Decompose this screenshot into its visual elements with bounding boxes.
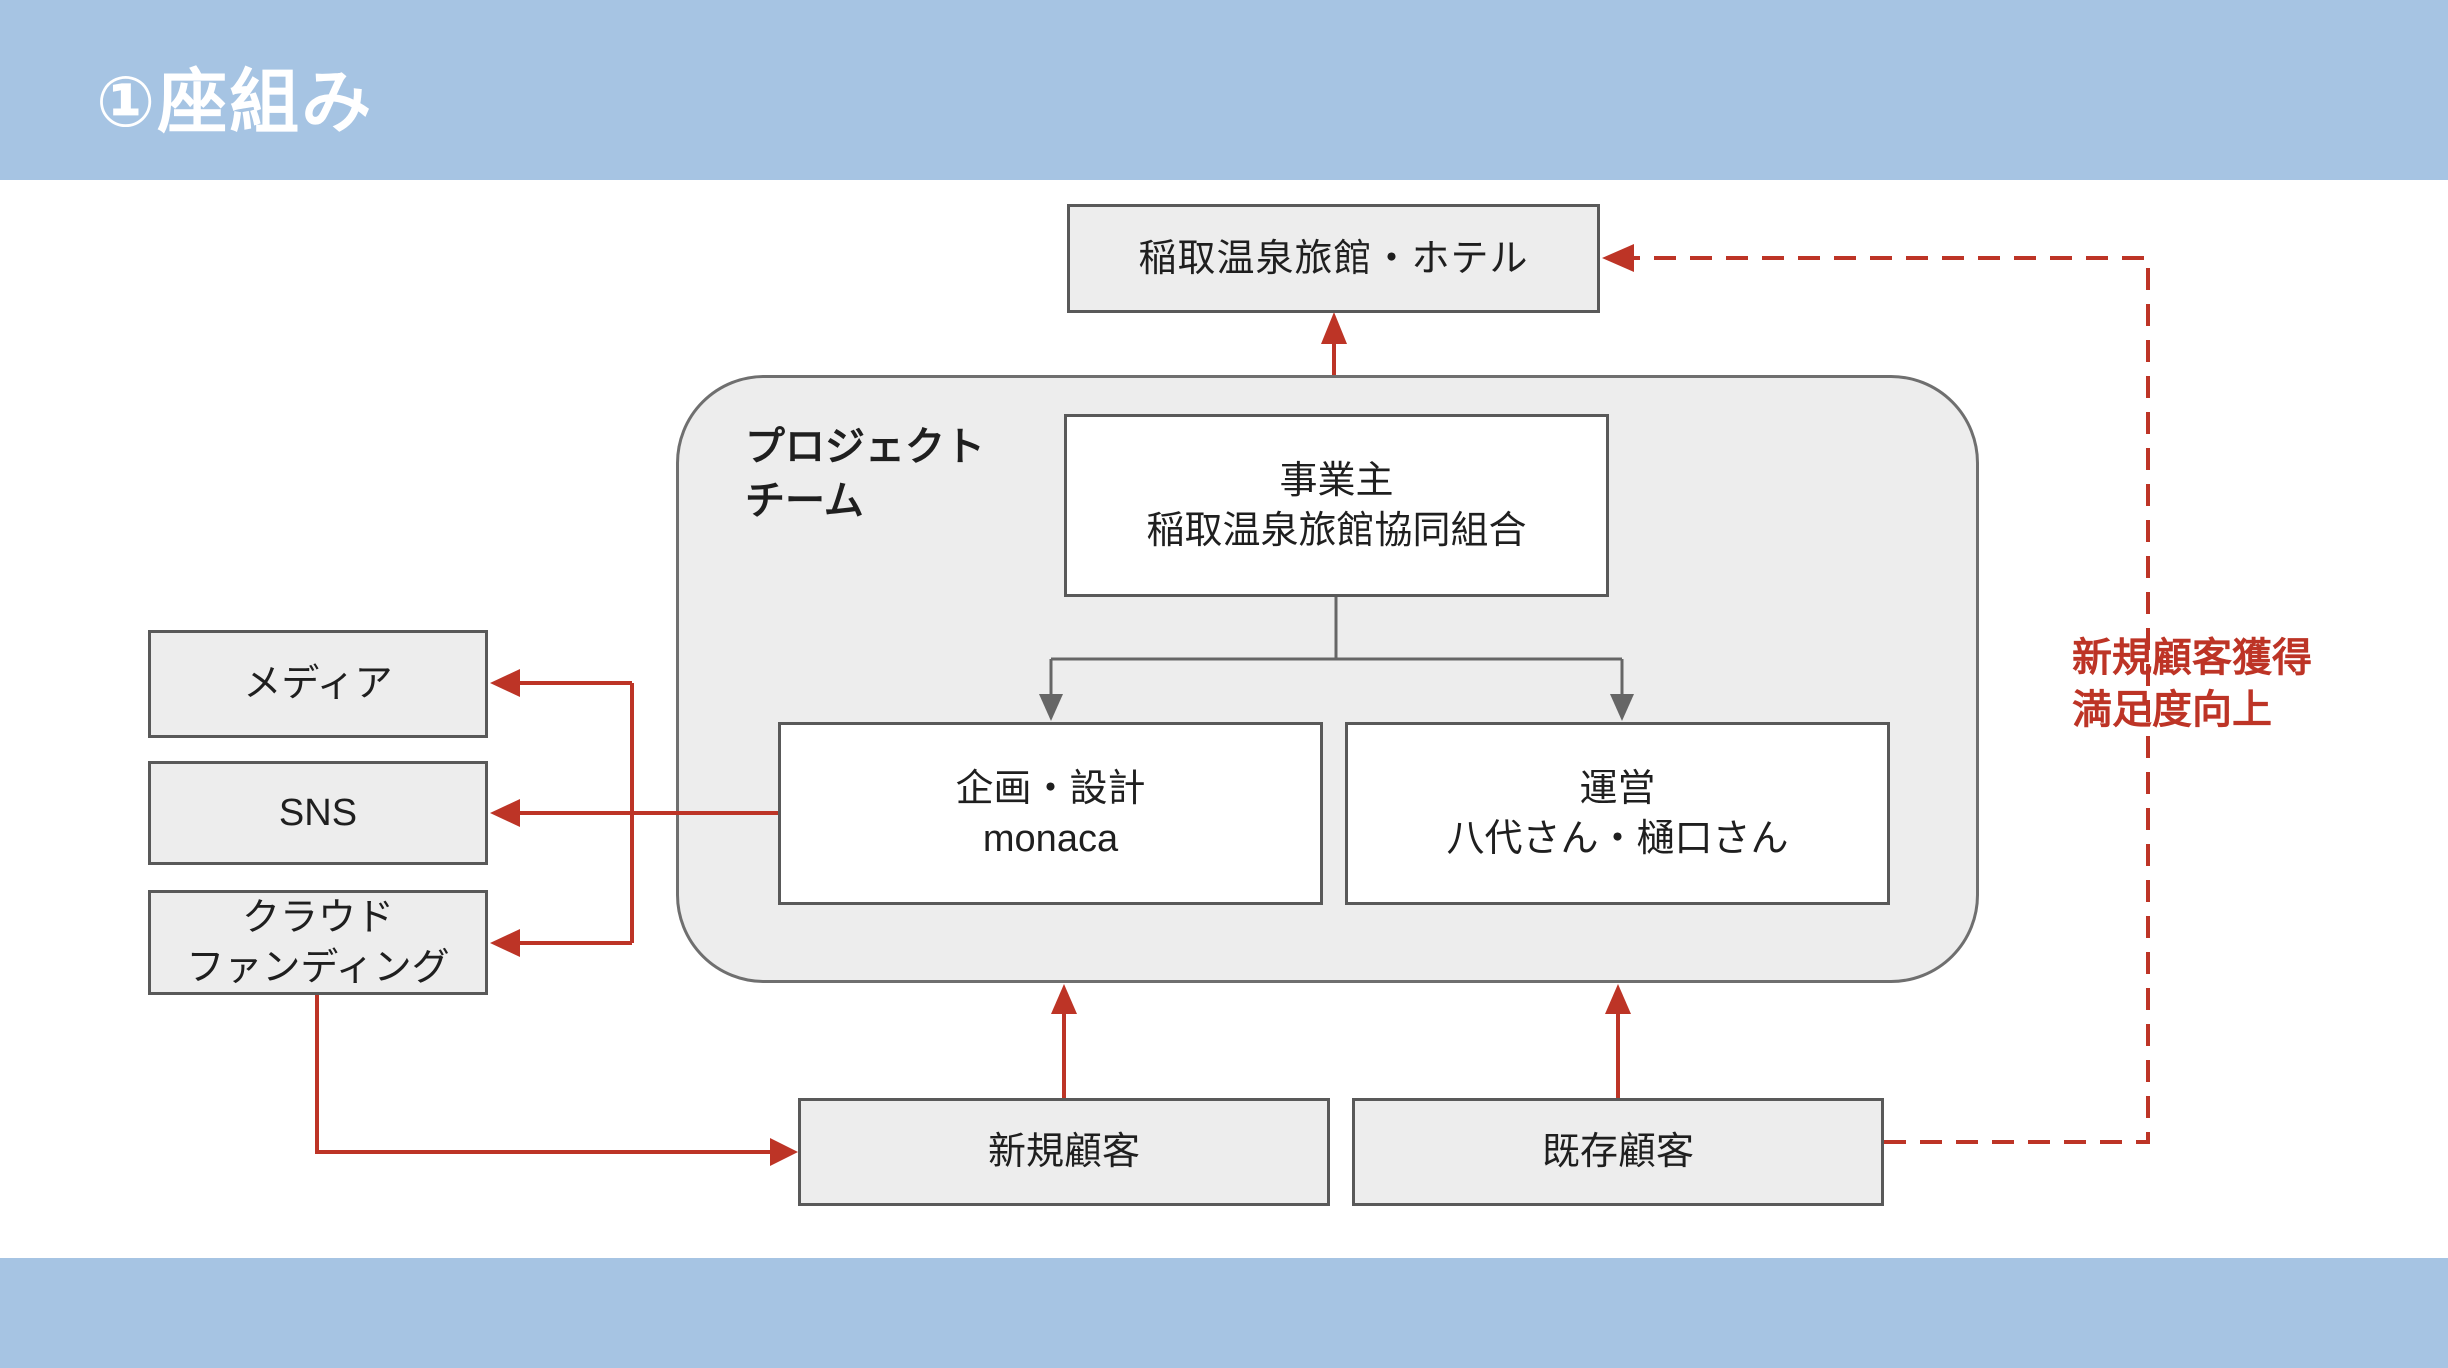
crowdfunding-node: クラウド ファンディング bbox=[148, 890, 488, 995]
hotel-node: 稲取温泉旅館・ホテル bbox=[1067, 204, 1600, 313]
planning-node: 企画・設計 monaca bbox=[778, 722, 1323, 905]
header-bar: ①座組み bbox=[0, 0, 2448, 180]
arrow-team-to-hotel bbox=[1321, 312, 1347, 375]
arrows-planning-to-channels bbox=[490, 669, 778, 957]
arrow-new-customers-to-team bbox=[1051, 984, 1077, 1098]
arrow-crowdfunding-to-new-customers bbox=[315, 995, 798, 1166]
goal-annotation: 新規顧客獲得 満足度向上 bbox=[2072, 636, 2312, 732]
existing-customers-node: 既存顧客 bbox=[1352, 1098, 1884, 1206]
sns-node: SNS bbox=[148, 761, 488, 865]
project-team-label: プロジェクト チーム bbox=[745, 425, 985, 523]
new-customers-node: 新規顧客 bbox=[798, 1098, 1330, 1206]
footer-bar bbox=[0, 1258, 2448, 1368]
arrow-existing-customers-to-team bbox=[1605, 984, 1631, 1098]
connector-owner-to-children bbox=[1039, 597, 1634, 721]
slide-title: ①座組み bbox=[96, 63, 374, 141]
owner-node: 事業主 稲取温泉旅館協同組合 bbox=[1064, 414, 1609, 597]
media-node: メディア bbox=[148, 630, 488, 738]
operation-node: 運営 八代さん・樋口さん bbox=[1345, 722, 1890, 905]
dashed-arrow-customers-to-hotel bbox=[1602, 244, 2150, 1144]
